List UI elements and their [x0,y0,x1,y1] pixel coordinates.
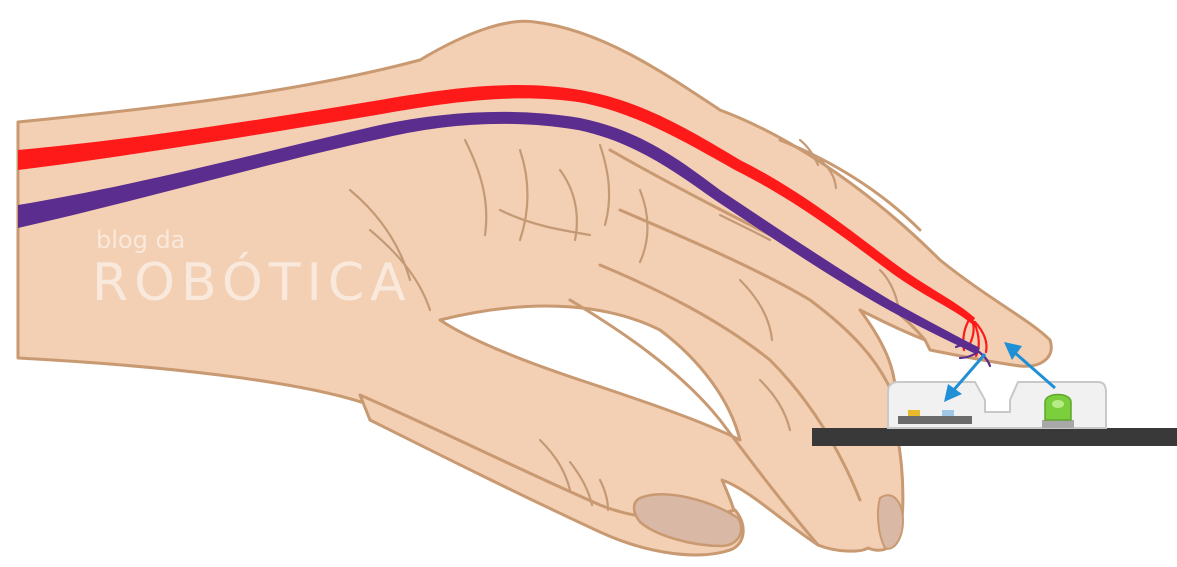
light-sensor [898,416,972,424]
pcb-board [812,428,1177,446]
green-led [1042,395,1074,429]
light-sensor-element-yellow [908,410,920,416]
watermark-large-text: ROBÓTICA [92,251,412,313]
middle-finger-nail [878,495,903,549]
watermark-small-text: blog da [96,226,185,254]
light-sensor-element-blue [942,410,954,416]
